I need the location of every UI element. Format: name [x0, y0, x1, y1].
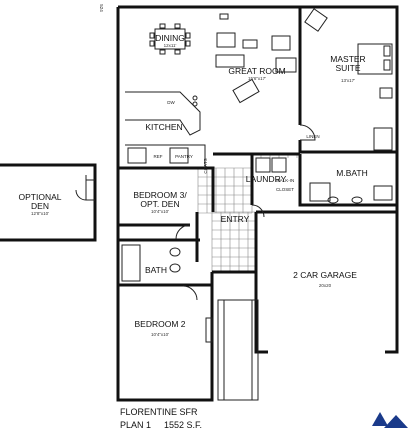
optional-den-outline [0, 163, 97, 242]
dining-dims: 12x11' [164, 43, 177, 48]
plan-title: FLORENTINE SFR [120, 407, 198, 417]
plan-code: 524 [99, 4, 104, 12]
plan-area: 1552 S.F. [164, 420, 202, 430]
bath-label: BATH [145, 265, 167, 275]
bedroom3-dims: 10'4"x10' [151, 209, 169, 214]
driveway [205, 299, 259, 401]
bedroom2-dims: 10'4"x10' [151, 332, 169, 337]
kitchen-counters [125, 91, 206, 168]
pantry-label: PANTRY [175, 154, 193, 159]
master-suite-dims: 13'x17' [341, 78, 355, 83]
builder-logo [372, 412, 408, 428]
door-swings [75, 124, 316, 301]
m-bath-label: M.BATH [336, 168, 367, 178]
bedroom2-label: BEDROOM 2 [134, 319, 185, 329]
great-room-dims: 15'6"x17' [248, 76, 266, 81]
entry-label: ENTRY [221, 214, 250, 224]
laundry-fixtures [255, 157, 287, 173]
optional-den-dims: 12'8"x10' [31, 211, 49, 216]
bedroom3-label: BEDROOM 3/OPT. DEN [133, 190, 187, 209]
dw-label: DW [167, 100, 175, 105]
interior-walls [118, 7, 397, 287]
plan-label: PLAN 1 [120, 420, 151, 430]
dining-label: DINING [155, 33, 185, 43]
bath-fixtures [121, 244, 181, 282]
laundry-label: LAUNDRY [246, 174, 287, 184]
tile-floor-kitchen [197, 153, 300, 272]
master-bed [304, 8, 393, 99]
ref-label: REF [154, 154, 163, 159]
linen-label: LINEN [306, 134, 319, 139]
coats-label: COATS [203, 158, 208, 173]
kitchen-label: KITCHEN [145, 122, 182, 132]
great-room-furniture [215, 13, 297, 104]
garage-label: 2 CAR GARAGE [293, 270, 357, 280]
master-bath-fixtures [309, 127, 393, 204]
great-room-label: GREAT ROOM [228, 66, 285, 76]
dining-table [149, 23, 191, 55]
garage-dims: 20x20 [319, 283, 332, 288]
